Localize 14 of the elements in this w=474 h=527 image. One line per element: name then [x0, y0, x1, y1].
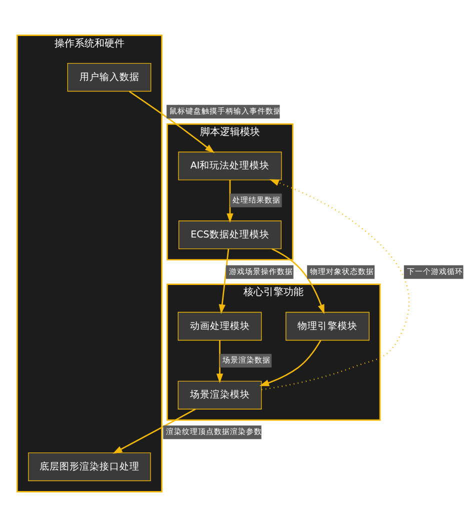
node-box: 物理引擎模块: [285, 312, 369, 341]
arrow: [271, 248, 324, 314]
node-box: 用户输入数据: [66, 62, 151, 92]
arrow: [218, 248, 229, 314]
node-box: 底层图形渲染接口处理: [28, 452, 150, 482]
arrow: [216, 340, 223, 384]
node-box: 动画处理模块: [177, 312, 262, 341]
arrow: [258, 340, 321, 386]
node-box: AI和玩法处理模块: [178, 152, 282, 180]
arrow: [261, 179, 410, 390]
node-box: 场景渲染模块: [177, 380, 262, 410]
node-box: ECS数据处理模块: [178, 220, 281, 250]
arrow: [128, 90, 214, 154]
arrow: [226, 180, 233, 223]
